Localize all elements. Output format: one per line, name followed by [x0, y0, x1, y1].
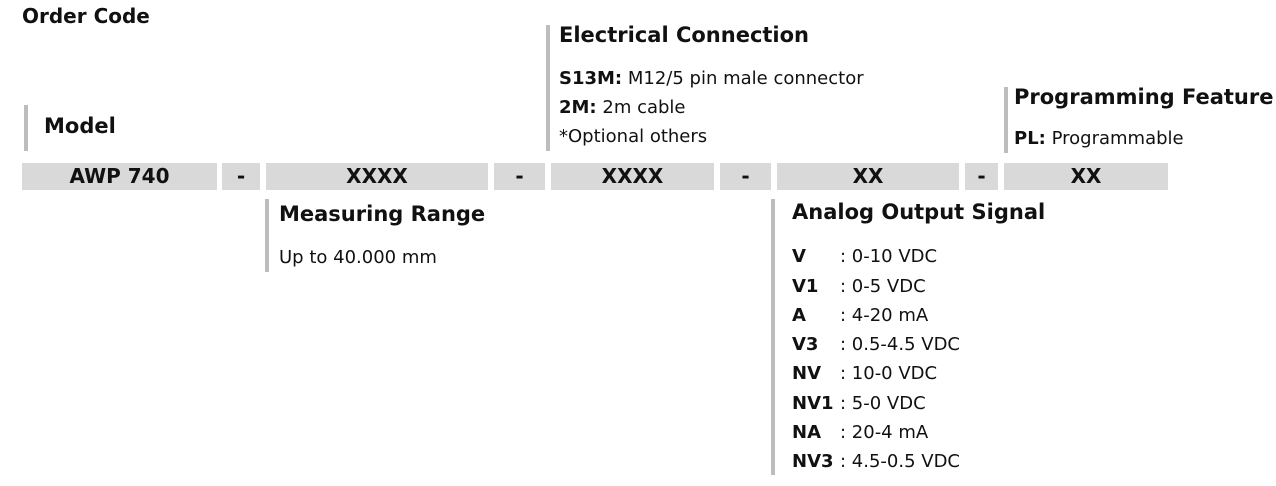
analog-output-code: A — [792, 305, 806, 326]
page-title: Order Code — [22, 4, 150, 28]
electrical-connection-desc: *Optional others — [559, 126, 708, 147]
electrical-connection-item: S13M: M12/5 pin male connector — [559, 68, 864, 89]
analog-output-desc: : 20-4 mA — [840, 422, 929, 443]
analog-output-item: NA : 20-4 mA — [792, 419, 928, 447]
analog-output-item: V : 0-10 VDC — [792, 243, 937, 271]
code-separator: - — [222, 163, 260, 190]
electrical-connection-item: *Optional others — [559, 126, 707, 147]
analog-output-item: V1 : 0-5 VDC — [792, 273, 926, 301]
model-heading: Model — [44, 114, 116, 138]
electrical-connection-desc: 2m cable — [596, 97, 686, 118]
electrical-connection-desc: M12/5 pin male connector — [622, 68, 864, 89]
code-cell-analog-output: XX — [777, 163, 959, 190]
analog-output-desc: : 4.5-0.5 VDC — [840, 451, 960, 472]
model-bar — [24, 105, 28, 151]
programming-feature-bar — [1004, 87, 1008, 153]
code-cell-programming-feature: XX — [1004, 163, 1168, 190]
analog-output-item: NV : 10-0 VDC — [792, 360, 937, 388]
analog-output-code: V3 — [792, 334, 819, 355]
measuring-range-bar — [265, 199, 269, 272]
analog-output-item: V3 : 0.5-4.5 VDC — [792, 331, 960, 359]
electrical-connection-heading: Electrical Connection — [559, 23, 810, 47]
electrical-connection-code: 2M: — [559, 97, 597, 118]
analog-output-code: V — [792, 246, 806, 267]
analog-output-desc: : 5-0 VDC — [840, 393, 926, 414]
programming-feature-code: PL: — [1014, 128, 1046, 149]
analog-output-code: NA — [792, 422, 821, 443]
analog-output-item: A : 4-20 mA — [792, 302, 928, 330]
code-separator: - — [720, 163, 771, 190]
analog-output-item: NV3 : 4.5-0.5 VDC — [792, 448, 960, 476]
code-cell-model: AWP 740 — [22, 163, 217, 190]
code-cell-electrical-connection: XXXX — [551, 163, 714, 190]
measuring-range-heading: Measuring Range — [279, 202, 486, 226]
analog-output-code: NV1 — [792, 393, 834, 414]
electrical-connection-item: 2M: 2m cable — [559, 97, 686, 118]
programming-feature-heading: Programming Feature — [1014, 85, 1274, 109]
code-cell-measuring-range: XXXX — [266, 163, 488, 190]
analog-output-desc: : 10-0 VDC — [840, 363, 938, 384]
code-separator: - — [494, 163, 545, 190]
electrical-connection-bar — [546, 25, 550, 151]
analog-output-code: NV3 — [792, 451, 834, 472]
analog-output-code: NV — [792, 363, 821, 384]
analog-output-code: V1 — [792, 276, 819, 297]
analog-output-bar — [771, 199, 775, 475]
analog-output-desc: : 0.5-4.5 VDC — [840, 334, 960, 355]
electrical-connection-code: S13M: — [559, 68, 623, 89]
analog-output-item: NV1 : 5-0 VDC — [792, 390, 926, 418]
analog-output-desc: : 0-5 VDC — [840, 276, 926, 297]
programming-feature-desc: Programmable — [1045, 128, 1184, 149]
analog-output-desc: : 0-10 VDC — [840, 246, 938, 267]
programming-feature-item: PL: Programmable — [1014, 128, 1184, 149]
measuring-range-text: Up to 40.000 mm — [279, 247, 437, 268]
analog-output-heading: Analog Output Signal — [792, 200, 1046, 224]
code-separator: - — [965, 163, 998, 190]
analog-output-desc: : 4-20 mA — [840, 305, 929, 326]
